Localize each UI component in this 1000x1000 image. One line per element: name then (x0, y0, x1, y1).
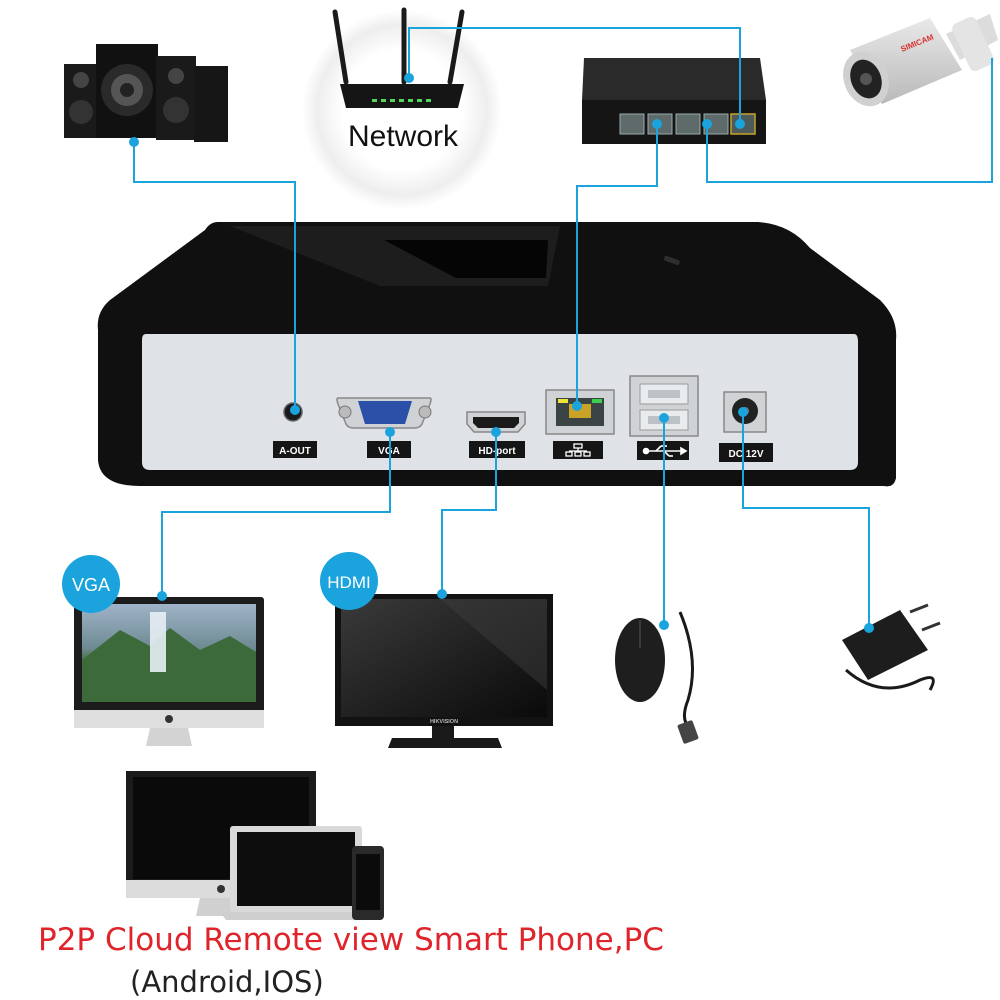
bullet-camera: SIMICAM (843, 14, 998, 107)
hdmi-badge: HDMI (320, 552, 378, 610)
port-text-hdport: HD-port (478, 446, 516, 457)
hdmi-monitor: HIKVISION (335, 594, 553, 748)
hdmi-badge-text: HDMI (327, 573, 370, 592)
remote-view-caption: P2P Cloud Remote view Smart Phone,PC (38, 922, 664, 958)
vga-badge: VGA (62, 555, 120, 613)
poe-switch (582, 58, 766, 144)
speakers (64, 44, 228, 142)
connection-cables (133, 27, 993, 628)
cable-speaker-aout (133, 142, 296, 410)
cable-dc-adapter (742, 412, 870, 628)
port-text-dc: DC 12V (728, 449, 763, 460)
cable-switch-camera (706, 58, 993, 183)
port-label-aout (273, 441, 317, 458)
port-text-aout: A-OUT (279, 446, 311, 457)
nvr-recorder (97, 222, 897, 487)
port-label-dc (719, 443, 773, 462)
cable-hdmi-monitor (441, 432, 497, 594)
network-label: Network (348, 120, 459, 153)
platform-caption: (Android,IOS) (130, 965, 324, 999)
cable-router-switch (408, 27, 741, 124)
power-adapter (842, 603, 941, 691)
vga-monitor (74, 597, 264, 746)
network-router: Network (302, 7, 502, 210)
monitor-brand: HIKVISION (430, 719, 458, 725)
vga-badge-text: VGA (72, 575, 110, 595)
cable-vga-monitor (161, 432, 391, 596)
cable-endpoints (129, 73, 874, 633)
cable-switch-lan (576, 124, 658, 406)
remote-devices (126, 771, 384, 920)
usb-mouse (615, 611, 699, 744)
